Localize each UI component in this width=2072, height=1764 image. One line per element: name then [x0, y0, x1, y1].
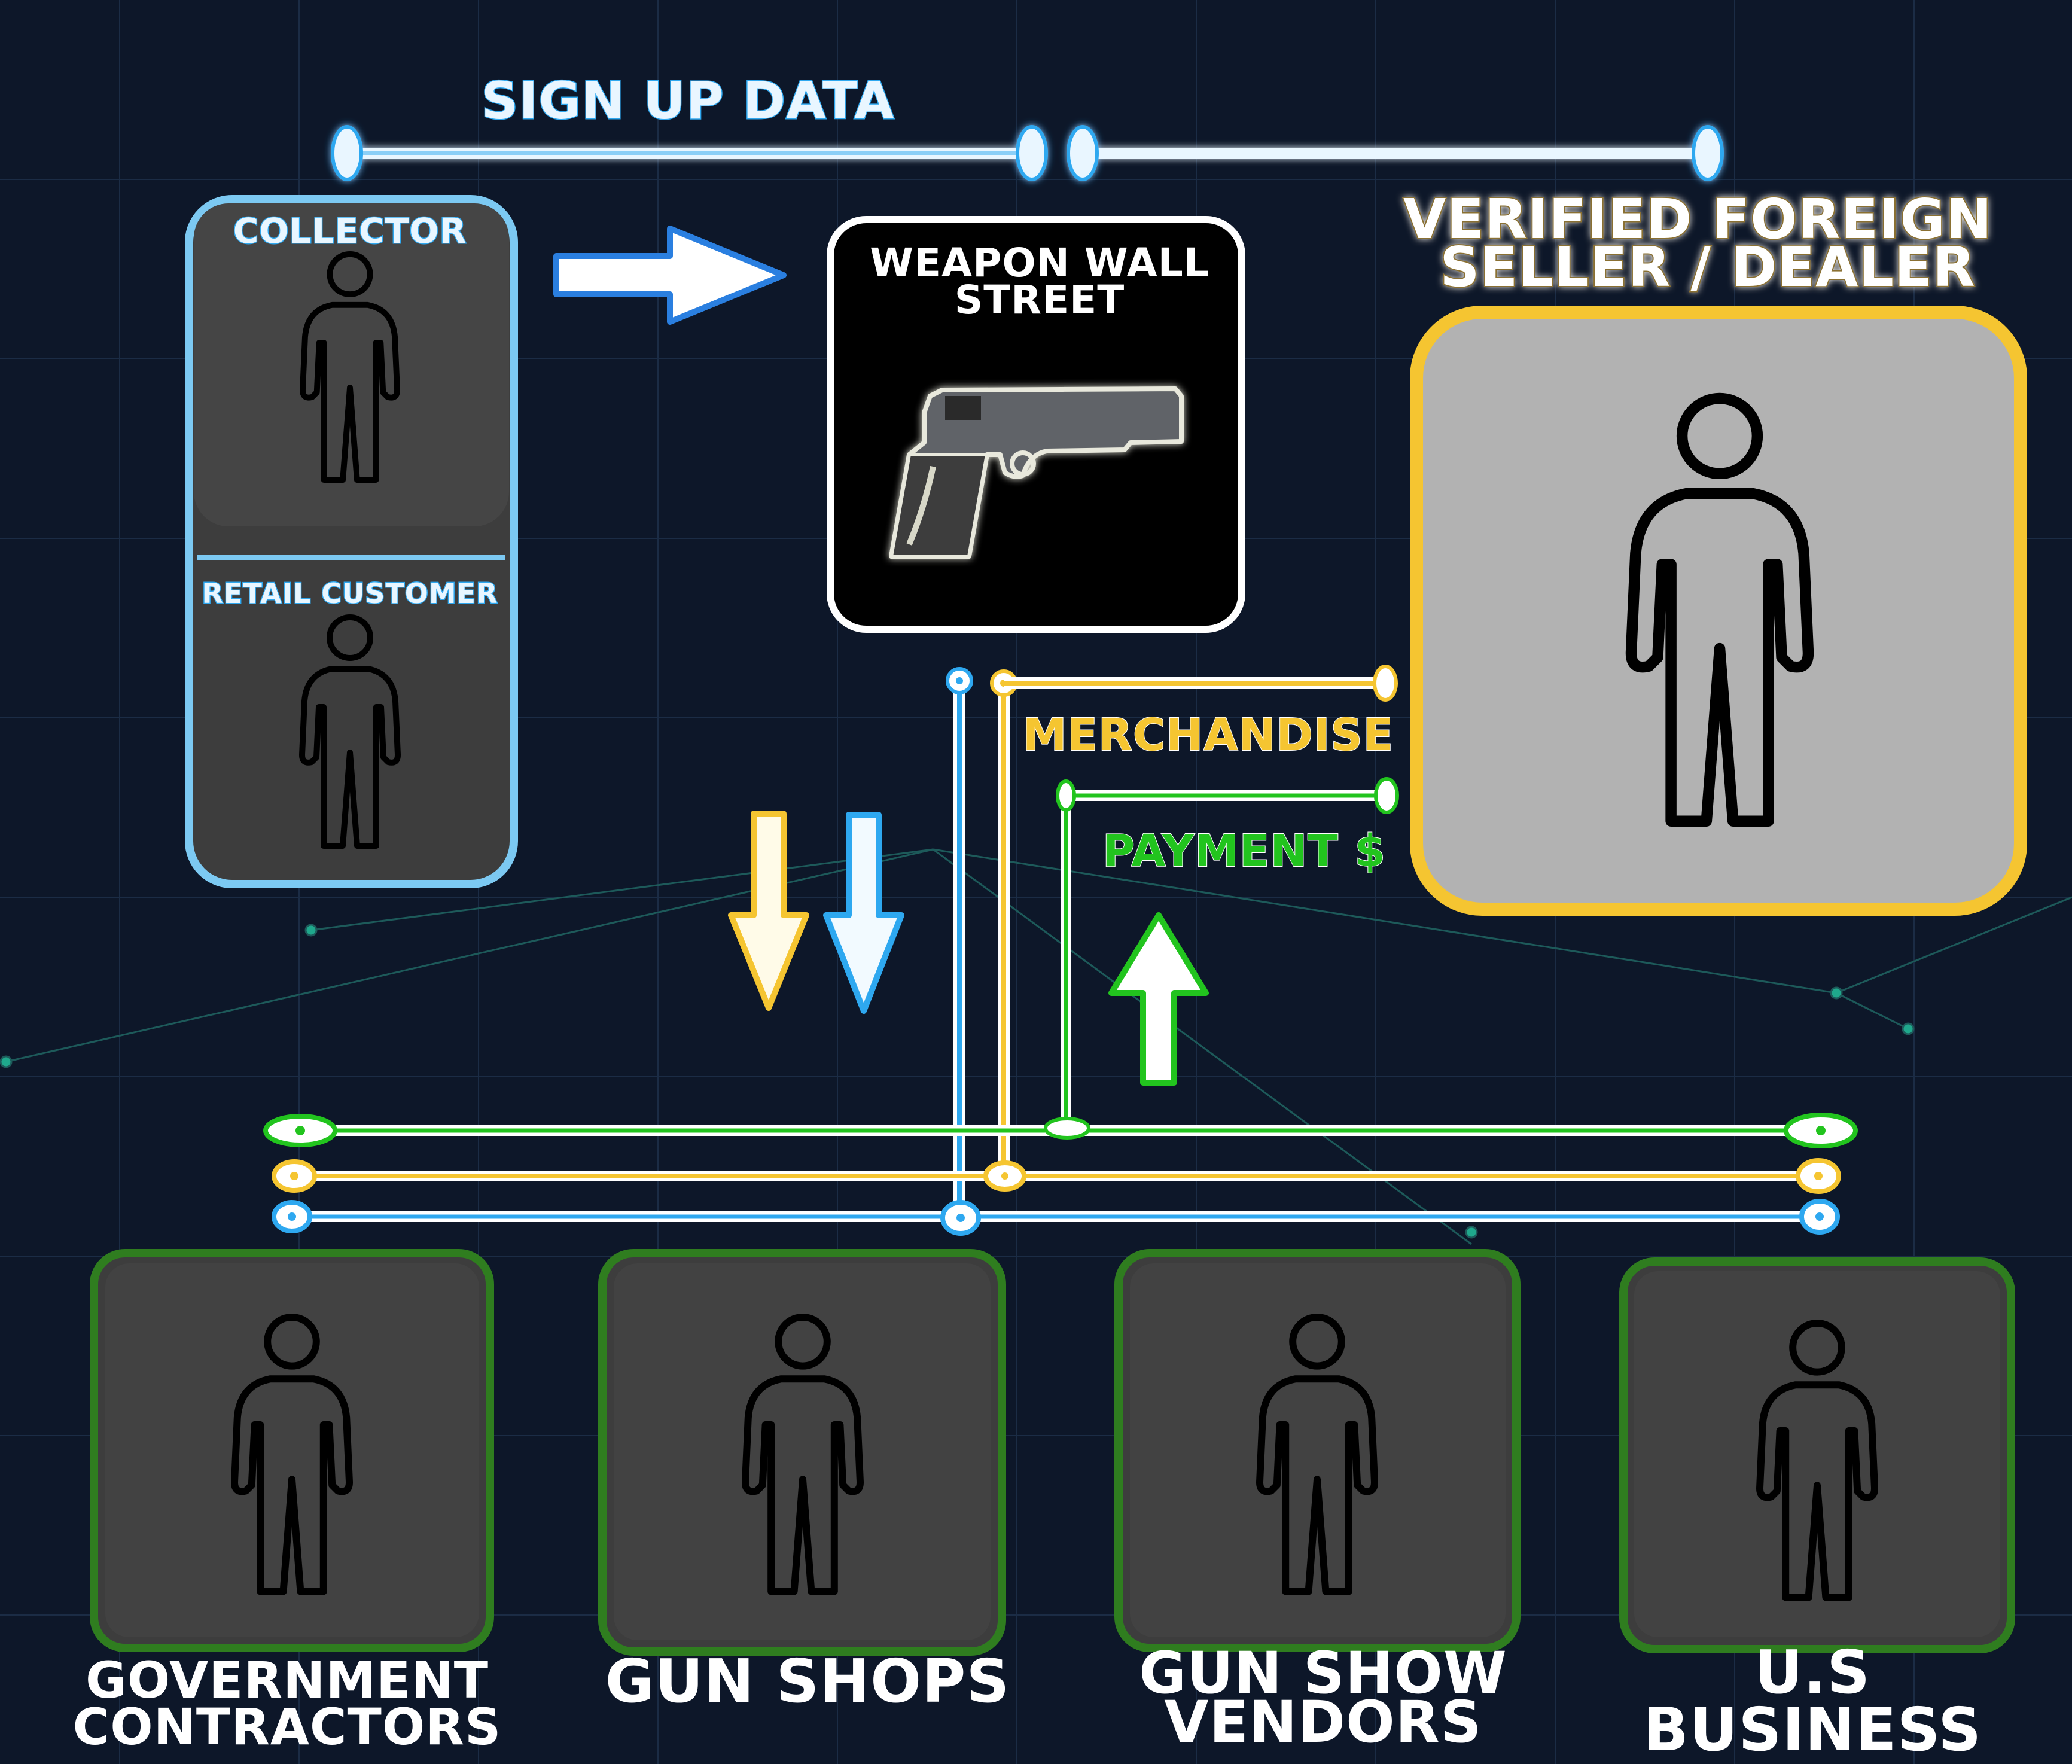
data-down-arrow-icon — [823, 812, 904, 1014]
merchandise-down-arrow-icon — [728, 811, 809, 1011]
merchandise-label: MERCHANDISE — [1023, 709, 1394, 761]
payment-label: PAYMENT $ — [1102, 825, 1386, 877]
pistol-icon — [889, 386, 1184, 559]
hub-label-line-1: WEAPON WALL — [870, 240, 1209, 286]
merchandise-line — [1004, 665, 1398, 702]
signup-data-connector — [331, 125, 1724, 181]
arrow-right-icon — [553, 226, 787, 325]
payment-up-arrow-icon — [1108, 912, 1209, 1086]
buyer-label-retail-customer: RETAIL CUSTOMER — [202, 577, 498, 610]
recipient-label-gun-shops: GUN SHOPS — [605, 1646, 1010, 1716]
network-decoration — [0, 848, 2072, 1245]
seller-box — [1410, 306, 2027, 916]
title: SIGN UP DATA — [481, 71, 894, 131]
seller-label: VERIFIED FOREIGN SELLER / DEALER — [1403, 187, 2012, 299]
hub-label-line-2: STREET — [955, 277, 1125, 323]
distribution-bus — [263, 1113, 1858, 1236]
payment-line — [1056, 777, 1399, 1128]
buyer-group: COLLECTOR RETAIL CUSTOMER — [185, 195, 518, 888]
buyer-label-collector: COLLECTOR — [233, 211, 467, 251]
recipient-gun-shops: GUN SHOPS — [598, 1249, 1010, 1716]
